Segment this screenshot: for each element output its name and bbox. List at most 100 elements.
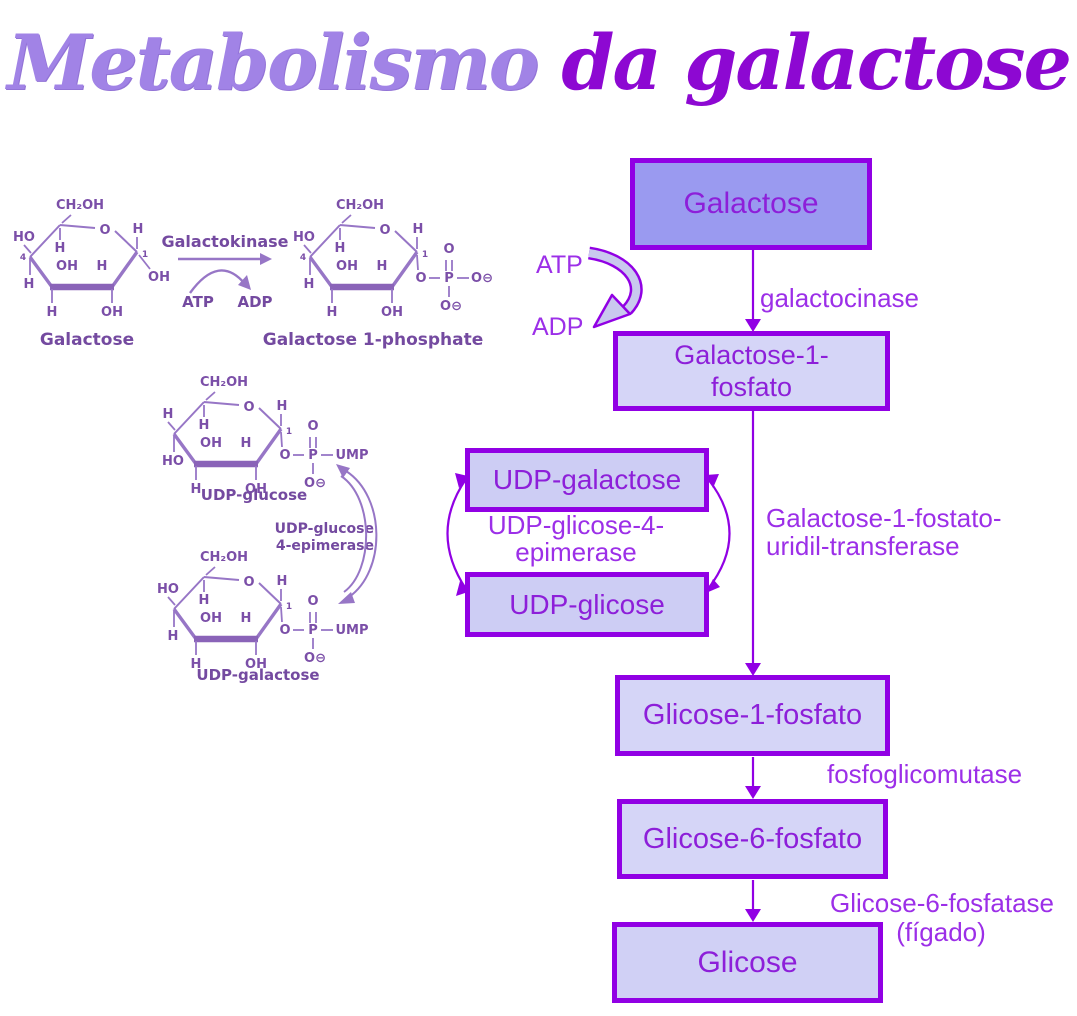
atom-h: H [277, 574, 288, 589]
atom-o-minus: O⊖ [471, 271, 493, 286]
atom-h: H [24, 277, 35, 292]
atom-ring-o: O [379, 223, 390, 238]
atom-h: H [327, 305, 338, 320]
atp-adp-arrow-icon [587, 246, 643, 329]
atom-ho: HO [13, 230, 35, 245]
atom-h: H [199, 418, 210, 433]
atom-h: H [191, 482, 202, 497]
atom-h: H [413, 222, 424, 237]
node-udp-glicose: UDP-glicose [465, 572, 709, 637]
node-galactose: Galactose [630, 158, 872, 250]
label-line1: Galactose-1-fostato- [766, 503, 1002, 533]
atom-oh: OH [381, 305, 403, 320]
atom-o: O [443, 242, 454, 257]
label-line2: uridil-transferase [766, 531, 960, 561]
atom-ch2oh: CH₂OH [336, 198, 384, 213]
phosphate-ump-group: O P O O⊖ UMP [279, 419, 368, 491]
atom-oh: OH [101, 305, 123, 320]
chem-panel-epimerase: CH₂OH O H HO H OH H H 1 H OH O P O O⊖ UM… [157, 375, 378, 684]
atom-ump: UMP [335, 448, 368, 463]
haworth-udp-galactose: CH₂OH O HO H H OH H H 1 H OH O P O O⊖ UM… [157, 550, 368, 672]
atom-p: P [444, 271, 454, 286]
atom-oh: OH [56, 259, 78, 274]
title-part-dark: da galactose [561, 18, 1072, 107]
galactokinase-reaction-arrows: Galactokinase ATP ADP [161, 232, 288, 311]
node-label: UDP-glicose [509, 588, 665, 620]
atom-h: H [55, 241, 66, 256]
label-atp: ATP [536, 251, 583, 279]
atom-ho: HO [293, 230, 315, 245]
atom-o-minus: O⊖ [304, 476, 326, 491]
atom-h: H [377, 259, 388, 274]
caption-galactose: Galactose [40, 330, 134, 350]
atp-label: ATP [182, 293, 214, 311]
atom-ho: HO [157, 582, 179, 597]
epimerase-double-arc [336, 464, 378, 604]
atom-oh: OH [336, 259, 358, 274]
atom-h: H [191, 657, 202, 672]
atom-ring-o: O [243, 400, 254, 415]
atom-p: P [308, 623, 318, 638]
node-label: Galactose [683, 187, 819, 220]
atom-o: O [307, 419, 318, 434]
atom-h: H [47, 305, 58, 320]
node-label: Glicose [697, 945, 798, 979]
atom-c1-number: 1 [286, 427, 292, 437]
label-galactocinase: galactocinase [760, 283, 919, 313]
atom-h: H [168, 629, 179, 644]
arrow-g1p-to-g6p [745, 757, 761, 799]
label-line1: UDP-glicose-4- [487, 510, 665, 540]
caption-udp-glucose: UDP-glucose [201, 486, 307, 504]
node-label: Glicose-6-fosfato [642, 822, 863, 855]
arc-udp-right [706, 474, 731, 593]
caption-udp-galactose: UDP-galactose [196, 666, 319, 684]
node-label: UDP-galactose [492, 464, 682, 496]
label-adp: ADP [532, 313, 584, 341]
node-label: Glicose-1-fosfato [642, 699, 863, 732]
atom-h: H [304, 277, 315, 292]
atom-h: H [163, 407, 174, 422]
atom-o: O [307, 594, 318, 609]
atom-oh: OH [148, 270, 170, 285]
node-udp-galactose: UDP-galactose [465, 448, 709, 512]
atom-h: H [199, 593, 210, 608]
adp-label: ADP [237, 293, 272, 311]
atom-o: O [279, 448, 290, 463]
atom-oh: OH [200, 436, 222, 451]
phosphate-group: O P O O⊖ O⊖ [415, 242, 493, 314]
label-line2: epimerase [515, 537, 637, 567]
atom-ring-o: O [243, 575, 254, 590]
atom-ring-o: O [99, 223, 110, 238]
atom-ump: UMP [335, 623, 368, 638]
atom-o: O [415, 271, 426, 286]
label-fosfoglicomutase: fosfoglicomutase [827, 759, 1023, 789]
node-label-line1: Galactose-1- [674, 339, 829, 370]
atom-oh: OH [245, 657, 267, 672]
enzyme-label-line1: UDP-glucose [275, 521, 374, 537]
label-line1: Glicose-6-fosfatase [830, 888, 1054, 918]
atom-h: H [97, 259, 108, 274]
atom-ch2oh: CH₂OH [200, 375, 248, 390]
atom-c1-number: 1 [422, 250, 428, 260]
atom-c1-number: 1 [286, 602, 292, 612]
chem-panel-galactokinase: CH₂OH O HO 4 H H OH H H 1 OH H OH Galact… [13, 198, 493, 350]
enzyme-label: Galactokinase [161, 232, 288, 251]
atom-c4-number: 4 [300, 253, 306, 263]
atom-h: H [335, 241, 346, 256]
atom-p: P [308, 448, 318, 463]
haworth-udp-glucose: CH₂OH O H HO H OH H H 1 H OH O P O O⊖ UM… [162, 375, 368, 497]
title-part-light: Metabolismo [7, 18, 539, 107]
atom-ch2oh: CH₂OH [200, 550, 248, 565]
node-galactose-1-fosfato: Galactose-1- fosfato [613, 331, 890, 411]
atom-ch2oh: CH₂OH [56, 198, 104, 213]
node-label-line2: fosfato [710, 372, 793, 402]
label-epimerase: UDP-glicose-4- epimerase [462, 512, 690, 566]
phosphate-ump-group: O P O O⊖ UMP [279, 594, 368, 666]
arrow-g6p-to-glicose [745, 880, 761, 922]
atom-h: H [241, 436, 252, 451]
haworth-galactose: CH₂OH O HO 4 H H OH H H 1 OH H OH [13, 198, 170, 320]
haworth-galactose-1-phosphate: CH₂OH O HO 4 H H OH H H 1 H OH O P O O⊖ … [293, 198, 493, 320]
